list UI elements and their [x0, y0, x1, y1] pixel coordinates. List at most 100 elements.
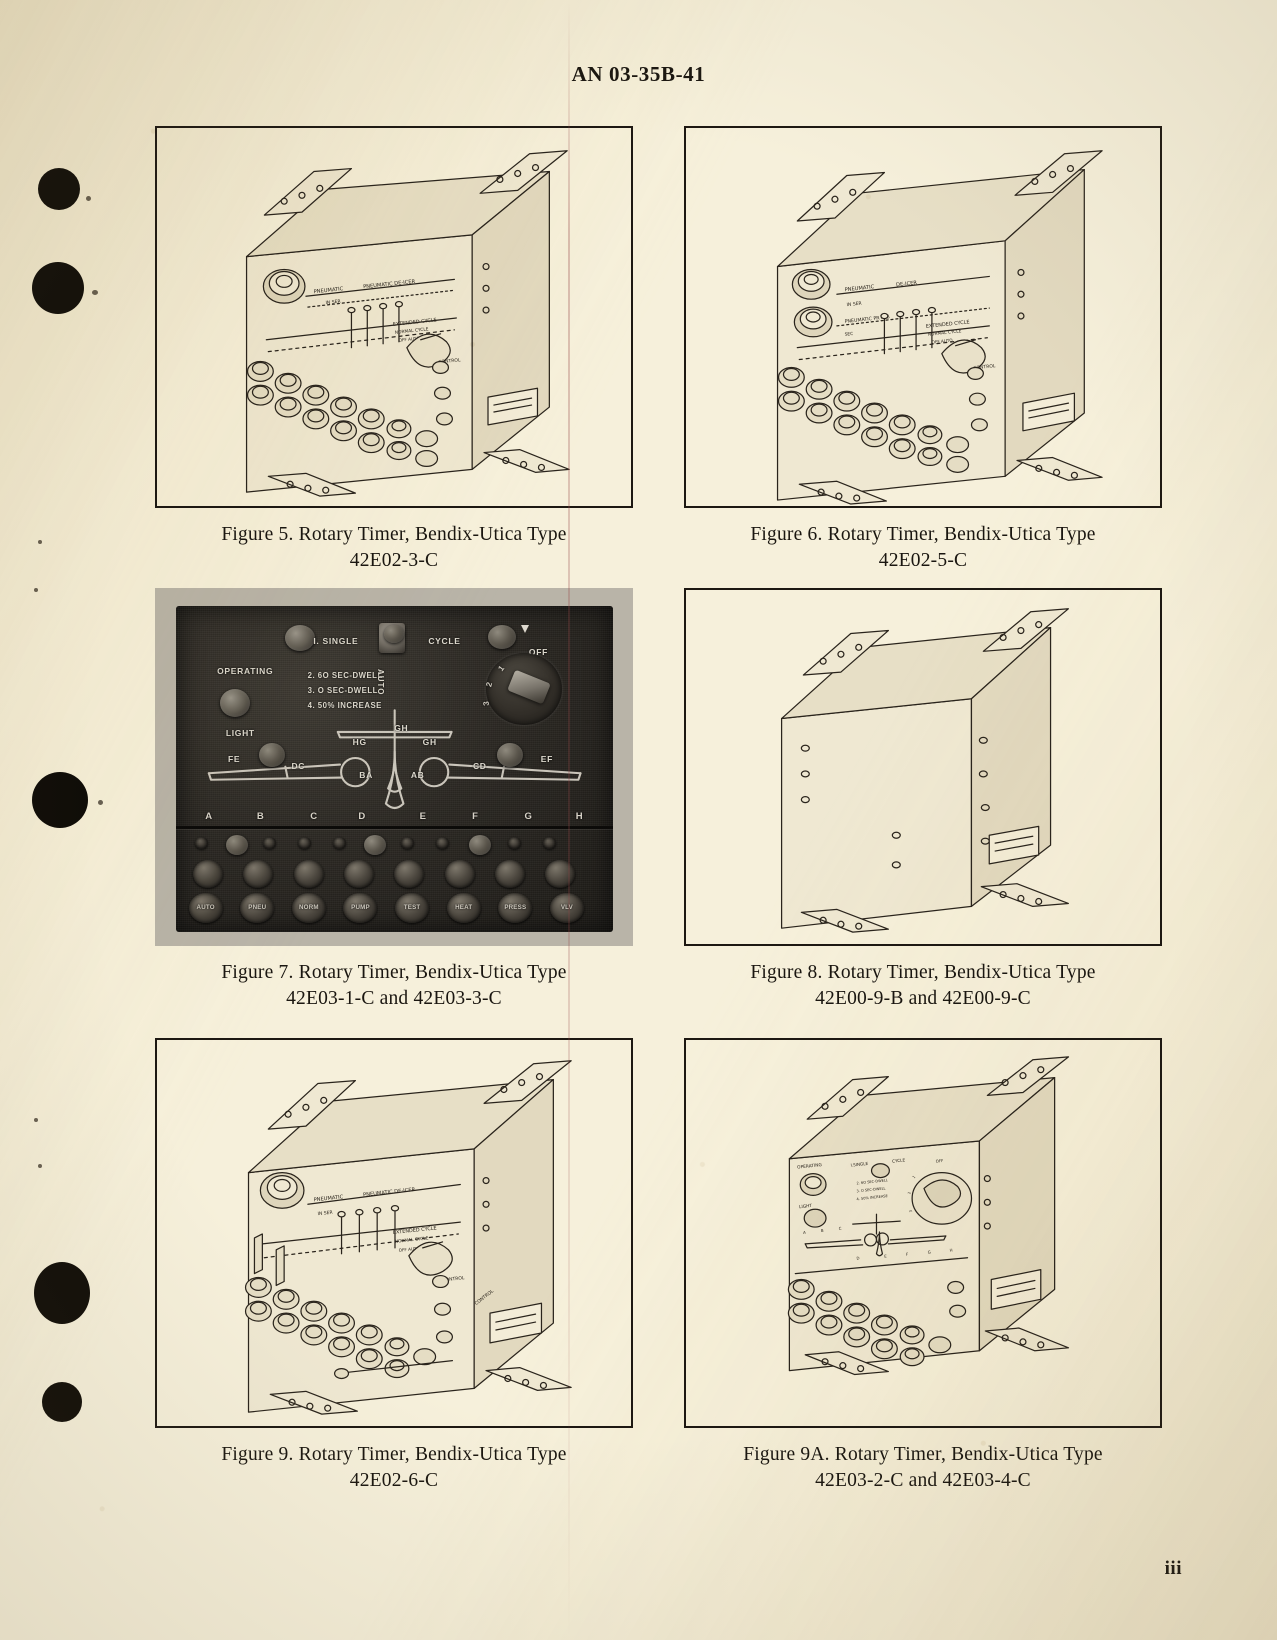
svg-text:1: 1: [912, 1175, 917, 1179]
binder-hole: [34, 1262, 90, 1324]
indicator-lamp-7: [507, 837, 521, 850]
svg-text:2: 2: [907, 1191, 911, 1194]
svg-text:NORMAL CYCLE: NORMAL CYCLE: [928, 328, 962, 338]
figure-8-frame: [684, 588, 1162, 946]
operating-light-bezel: [220, 688, 251, 717]
panel-fastener-right: [488, 625, 517, 650]
switch-body-6[interactable]: [444, 859, 475, 888]
figure-7: I. SINGLE CYCLE OPERATING 2. 6O SEC-DWEL…: [155, 588, 633, 1011]
svg-text:LIGHT: LIGHT: [799, 1203, 813, 1210]
svg-text:CONTROL: CONTROL: [973, 363, 996, 371]
binder-hole: [42, 1382, 82, 1422]
svg-text:C: C: [838, 1226, 842, 1231]
figure-9-caption-line1: Figure 9. Rotary Timer, Bendix-Utica Typ…: [221, 1444, 567, 1465]
switch-cap-1[interactable]: [225, 834, 248, 855]
figure-8: Figure 8. Rotary Timer, Bendix-Utica Typ…: [684, 588, 1162, 1011]
figure-9a-frame: OPERATING LIGHT I.SINGLE CYCLE 2. 6O SEC…: [684, 1038, 1162, 1428]
svg-text:PNEUMATIC PR KTS: PNEUMATIC PR KTS: [844, 314, 890, 325]
svg-text:PNEUMATIC: PNEUMATIC: [313, 286, 344, 295]
binder-hole: [38, 168, 80, 210]
label-auto-vertical: AUTO: [375, 669, 385, 696]
svg-text:PNEUMATIC DE-ICER: PNEUMATIC DE-ICER: [363, 279, 416, 290]
svg-text:IN SER: IN SER: [317, 1210, 333, 1218]
indicator-lamp-1: [195, 837, 209, 850]
page-number: iii: [1164, 1558, 1182, 1579]
paper-fleck: [34, 1118, 38, 1122]
pushbutton-2[interactable]: PNEU: [240, 892, 275, 923]
svg-text:EXTENDED CYCLE: EXTENDED CYCLE: [393, 1225, 437, 1236]
svg-text:OFF: OFF: [935, 1158, 944, 1164]
indicator-lamp-3: [298, 837, 311, 850]
figure-8-caption: Figure 8. Rotary Timer, Bendix-Utica Typ…: [684, 960, 1162, 1011]
station-letter-g: G: [524, 811, 532, 823]
svg-text:IN SER: IN SER: [846, 300, 862, 308]
svg-text:3: 3: [909, 1210, 913, 1213]
figure-7-caption: Figure 7. Rotary Timer, Bendix-Utica Typ…: [155, 960, 633, 1011]
svg-text:3. O SEC-DWELL: 3. O SEC-DWELL: [856, 1186, 885, 1193]
svg-text:OPERATING: OPERATING: [797, 1162, 823, 1171]
pushbutton-1[interactable]: AUTO: [188, 892, 223, 923]
pushbutton-3[interactable]: NORM: [291, 892, 326, 923]
switch-body-5[interactable]: [394, 859, 425, 888]
figure-7-frame: I. SINGLE CYCLE OPERATING 2. 6O SEC-DWEL…: [155, 588, 633, 946]
paper-fleck: [38, 1164, 42, 1168]
switch-body-2[interactable]: [243, 859, 274, 888]
figure-9a-caption-line1: Figure 9A. Rotary Timer, Bendix-Utica Ty…: [743, 1444, 1103, 1465]
figure-9a-caption-line2: 42E03-2-C and 42E03-4-C: [815, 1469, 1031, 1491]
switch-body-3[interactable]: [293, 859, 324, 888]
figure-8-caption-line1: Figure 8. Rotary Timer, Bendix-Utica Typ…: [750, 962, 1096, 983]
station-letter-b: B: [256, 811, 264, 823]
svg-text:D: D: [856, 1255, 860, 1260]
pushbutton-6[interactable]: HEAT: [446, 892, 481, 923]
pushbutton-8[interactable]: VLV: [549, 892, 584, 923]
label-operating: OPERATING: [217, 666, 274, 677]
station-letter-h: H: [575, 811, 583, 823]
paper-fleck: [34, 588, 38, 592]
svg-text:PNEUMATIC DE-ICER: PNEUMATIC DE-ICER: [363, 1187, 416, 1198]
svg-text:F: F: [906, 1251, 910, 1256]
svg-text:OFF AUTO: OFF AUTO: [399, 1246, 421, 1253]
figure-6-caption-line1: Figure 6. Rotary Timer, Bendix-Utica Typ…: [750, 524, 1096, 545]
pushbutton-5[interactable]: TEST: [395, 892, 430, 923]
figure-8-caption-line2: 42E00-9-B and 42E00-9-C: [815, 987, 1031, 1009]
station-letter-e: E: [419, 811, 426, 823]
indicator-lamp-6: [435, 837, 449, 850]
svg-text:DE-ICER: DE-ICER: [896, 280, 918, 288]
binder-hole: [32, 772, 88, 828]
switch-body-4[interactable]: [343, 859, 374, 888]
svg-text:2. 6O SEC-DWELL: 2. 6O SEC-DWELL: [856, 1178, 888, 1185]
indicator-lamp-5: [400, 837, 414, 850]
page-header: AN 03-35B-41: [571, 62, 706, 86]
station-letter-d: D: [358, 811, 366, 823]
switch-body-1[interactable]: [193, 859, 224, 888]
switch-body-8[interactable]: [545, 859, 576, 888]
wing-knob-left[interactable]: [258, 742, 285, 767]
figure-7-caption-line2: 42E03-1-C and 42E03-3-C: [286, 987, 502, 1009]
svg-text:PNEUMATIC: PNEUMATIC: [844, 284, 875, 293]
switch-cap-2[interactable]: [363, 834, 386, 855]
figure-9a: OPERATING LIGHT I.SINGLE CYCLE 2. 6O SEC…: [684, 1038, 1162, 1493]
wing-knob-right[interactable]: [497, 742, 523, 767]
paper-fleck: [92, 290, 98, 295]
svg-text:CONTROL: CONTROL: [438, 357, 461, 365]
station-letter-a: A: [205, 811, 213, 823]
switch-cap-3[interactable]: [468, 834, 491, 855]
label-tail-gh-right: GH: [422, 736, 437, 747]
svg-text:CONTROL: CONTROL: [442, 1275, 465, 1283]
paper-fleck: [38, 540, 42, 544]
cycle-toggle-cap[interactable]: [383, 624, 404, 643]
svg-text:SEC: SEC: [844, 331, 853, 338]
panel-fastener-left: [284, 625, 315, 652]
figure-9-frame: PNEUMATIC PNEUMATIC DE-ICER IN SER EXTEN…: [155, 1038, 633, 1428]
label-wing-ba: BA: [359, 770, 373, 781]
pushbutton-7[interactable]: PRESS: [498, 892, 533, 923]
switch-body-7[interactable]: [494, 859, 525, 888]
svg-text:B: B: [821, 1228, 825, 1233]
figure-6-frame: PNEUMATIC DE-ICER IN SER PNEUMATIC PR KT…: [684, 126, 1162, 508]
pushbutton-4[interactable]: PUMP: [343, 892, 378, 923]
svg-text:OFF AUTO: OFF AUTO: [399, 335, 421, 342]
label-wing-dc: DC: [291, 760, 306, 771]
selector-index-pointer: [521, 625, 530, 634]
indicator-lamp-2: [263, 837, 277, 850]
